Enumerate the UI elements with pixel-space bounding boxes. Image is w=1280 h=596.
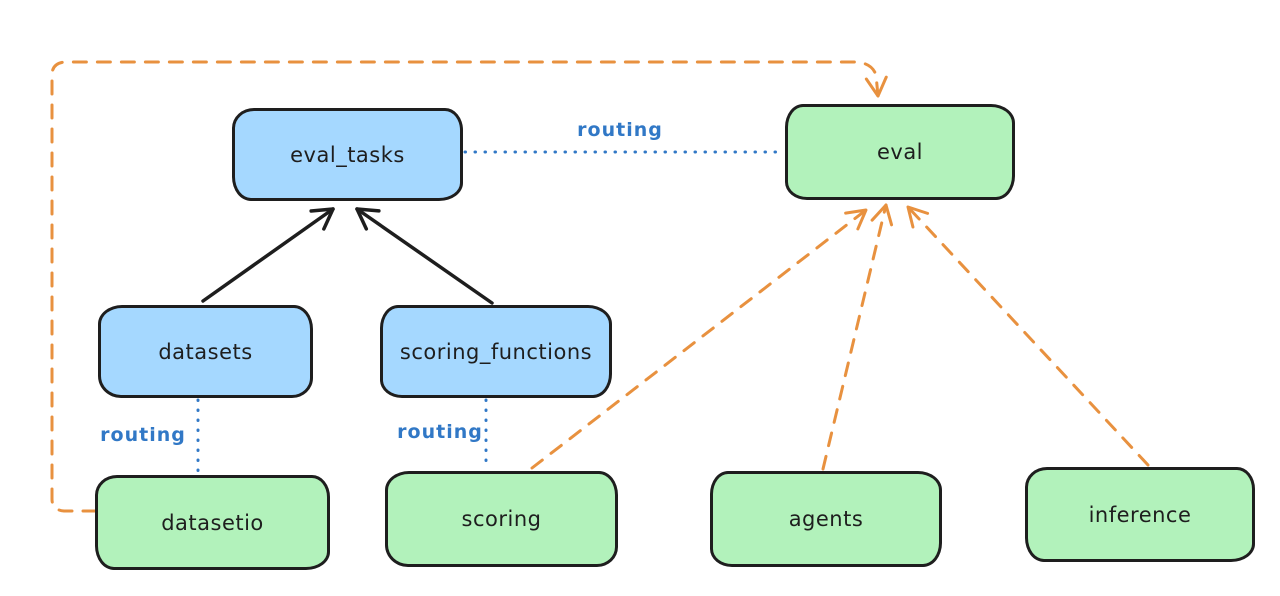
edge-datasetio-to-eval-dashed-loop [50, 60, 888, 513]
node-agents-label: agents [788, 507, 864, 531]
node-eval-tasks-label: eval_tasks [290, 142, 405, 167]
node-eval-label: eval [876, 140, 924, 164]
routing-label-eval-tasks-eval: routing [577, 119, 663, 141]
node-datasets-label: datasets [158, 339, 253, 364]
edge-scoring-functions-to-eval-tasks [355, 207, 494, 305]
node-eval: eval [785, 104, 1015, 200]
node-scoring-label: scoring [461, 507, 542, 531]
node-datasetio: datasetio [95, 475, 330, 570]
routing-label-datasets-datasetio: routing [100, 424, 186, 446]
edge-agents-to-eval-dashed [821, 203, 894, 471]
node-datasets: datasets [98, 305, 313, 398]
node-inference: inference [1025, 467, 1255, 562]
node-datasetio-label: datasetio [161, 510, 264, 535]
node-scoring-functions-label: scoring_functions [399, 339, 593, 364]
node-inference-label: inference [1088, 502, 1192, 527]
routing-label-scoring-functions-scoring: routing [397, 421, 483, 443]
node-eval-tasks: eval_tasks [232, 108, 463, 201]
node-scoring-functions: scoring_functions [380, 305, 612, 398]
edge-datasets-to-eval-tasks [201, 207, 335, 303]
node-agents: agents [710, 471, 942, 567]
edge-inference-to-eval-dashed [906, 205, 1150, 467]
node-scoring: scoring [385, 471, 618, 567]
